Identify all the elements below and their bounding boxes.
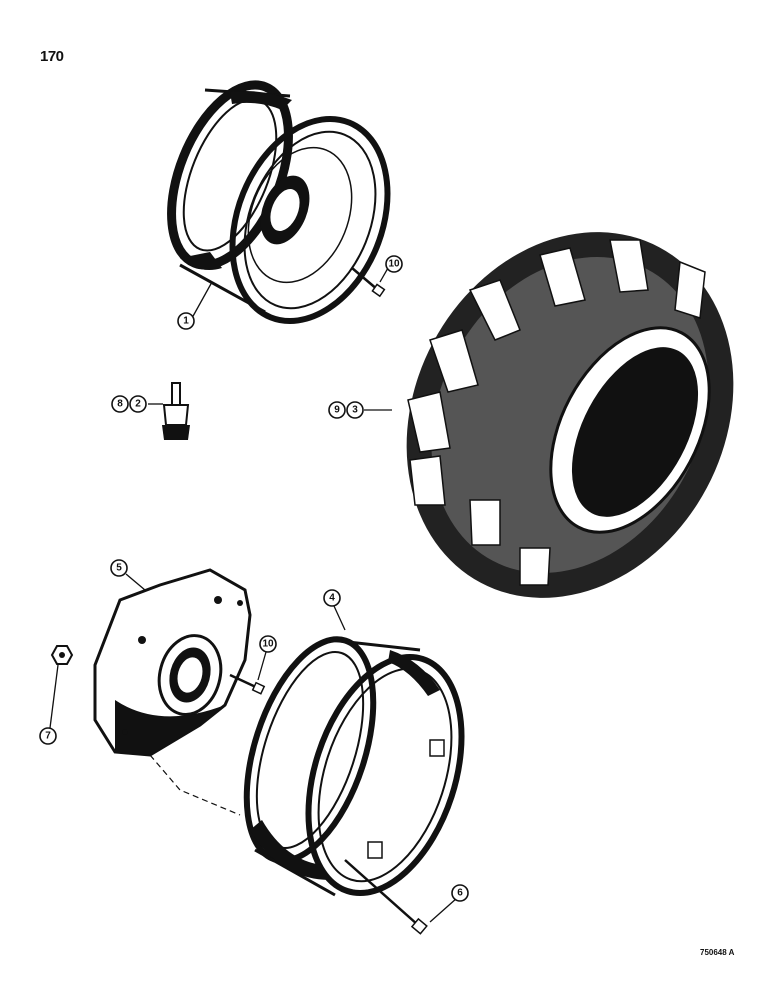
callout-6: 6 [451, 884, 469, 902]
drawing-code: 750648 A [700, 948, 735, 957]
alignment-line [149, 754, 241, 816]
svg-text:3: 3 [352, 405, 358, 416]
svg-text:4: 4 [329, 593, 335, 604]
svg-text:10: 10 [388, 259, 400, 270]
wheel-center-disc [93, 568, 252, 757]
callout-8: 8 [111, 395, 129, 413]
callout-9: 9 [328, 401, 346, 419]
tractor-tyre [406, 232, 734, 598]
valve-stem [162, 382, 190, 440]
callout-5: 5 [110, 559, 128, 577]
bolt-lower [344, 859, 428, 935]
hex-nut [50, 645, 74, 665]
lower-wheel-rim [243, 636, 465, 897]
svg-text:6: 6 [457, 888, 463, 899]
callout-10-lower: 10 [259, 635, 277, 653]
callout-10-upper: 10 [385, 255, 403, 273]
svg-text:5: 5 [116, 563, 122, 574]
callout-2: 2 [129, 395, 147, 413]
svg-text:7: 7 [45, 731, 51, 742]
upper-wheel-rim [167, 80, 391, 325]
page-number: 170 [40, 48, 64, 65]
svg-text:1: 1 [183, 316, 189, 327]
svg-text:9: 9 [334, 405, 340, 416]
svg-text:8: 8 [117, 399, 123, 410]
callout-1: 1 [177, 312, 195, 330]
leader-lines [49, 267, 458, 923]
bolt-upper [351, 267, 386, 298]
bolt-disc [229, 673, 266, 695]
callout-7: 7 [39, 727, 57, 745]
svg-text:2: 2 [135, 399, 141, 410]
callout-3: 3 [346, 401, 364, 419]
svg-text:10: 10 [262, 639, 274, 650]
callout-4: 4 [323, 589, 341, 607]
